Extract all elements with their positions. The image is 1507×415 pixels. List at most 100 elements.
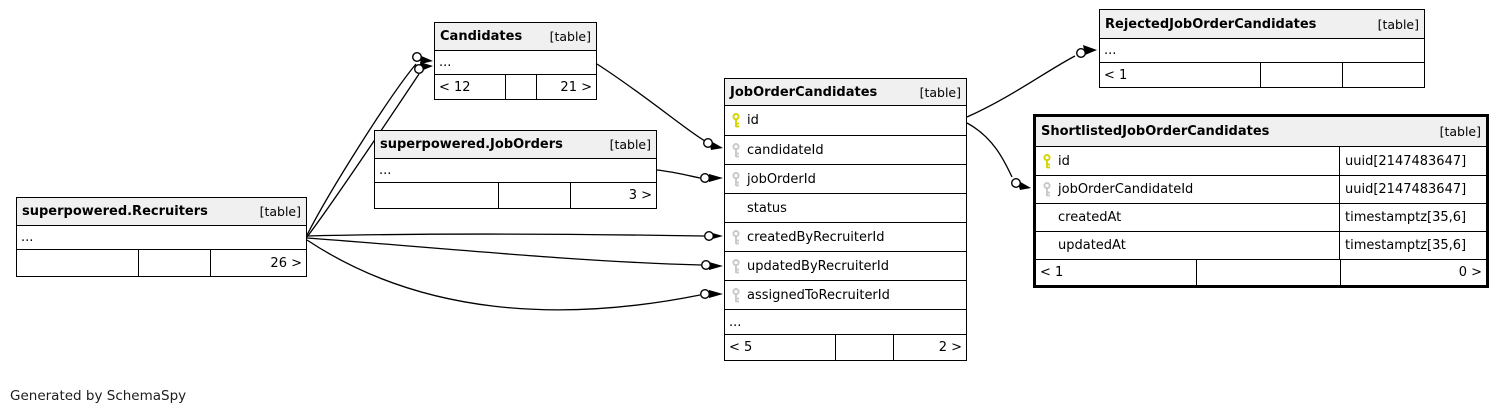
table-header: superpowered.JobOrders [table] (375, 131, 656, 159)
column-row-id[interactable]: id (725, 106, 966, 135)
column-row-updatedat[interactable]: updatedAt timestamptz[35,6] (1036, 231, 1486, 259)
table-header: RejectedJobOrderCandidates [table] (1100, 10, 1424, 39)
parents-count: 3 > (570, 183, 656, 208)
table-title: superpowered.JobOrders (380, 137, 563, 152)
children-count: < 1 (1040, 265, 1064, 280)
columns-ellipsis: ... (379, 163, 392, 178)
column-name: updatedAt (1058, 238, 1126, 253)
relationship-recruiters-candidates-1 (306, 52, 433, 236)
table-node-jobordercandidates[interactable]: JobOrderCandidates [table] id candidateI… (724, 78, 967, 361)
foreign-key-icon (1036, 182, 1058, 197)
table-node-candidates[interactable]: Candidates [table] ... < 12 21 > (434, 22, 597, 100)
columns-ellipsis: ... (725, 309, 966, 334)
column-row-status[interactable]: status (725, 193, 966, 222)
table-title: superpowered.Recruiters (22, 204, 208, 219)
column-name: candidateId (747, 142, 824, 158)
table-node-recruiters[interactable]: superpowered.Recruiters [table] ... 26 > (16, 197, 307, 277)
degree-row: < 1 (1100, 62, 1424, 87)
relationship-id-rejectedJobOrderCandidates (966, 45, 1097, 118)
column-row-updatedbyrecruiterid[interactable]: updatedByRecruiterId (725, 251, 966, 280)
column-name-cell: id (1036, 147, 1340, 175)
table-title: Candidates (440, 29, 523, 44)
table-node-joborders[interactable]: superpowered.JobOrders [table] ... 3 > (374, 130, 657, 209)
column-name-cell: updatedAt (1036, 232, 1340, 259)
column-row-id[interactable]: id uuid[2147483647] (1036, 147, 1486, 175)
table-header: superpowered.Recruiters [table] (17, 198, 306, 226)
degree-row: < 12 21 > (435, 74, 596, 99)
relationship-recruiters-updatedByRecruiterId (306, 237, 723, 271)
column-name: assignedToRecruiterId (747, 287, 890, 303)
primary-key-icon (725, 113, 747, 128)
table-node-rejectedjobordercandidates[interactable]: RejectedJobOrderCandidates [table] ... <… (1099, 9, 1425, 88)
children-count: < 1 (1104, 67, 1128, 83)
column-name: status (747, 200, 787, 216)
foreign-key-icon (725, 258, 747, 274)
column-name: createdByRecruiterId (747, 229, 885, 245)
table-title: RejectedJobOrderCandidates (1105, 16, 1317, 32)
table-type-tag: [table] (549, 29, 591, 44)
relationship-joborders-jobOrderId (656, 169, 723, 183)
column-name: updatedByRecruiterId (747, 258, 889, 274)
degree-mid-cell (505, 75, 536, 99)
column-name: jobOrderCandidateId (1058, 182, 1194, 197)
column-row-assignedtorecruiterid[interactable]: assignedToRecruiterId (725, 280, 966, 309)
table-type-tag: [table] (1439, 124, 1481, 139)
children-count: < 12 (439, 79, 471, 95)
foreign-key-icon (725, 287, 747, 303)
column-name: jobOrderId (747, 171, 816, 187)
table-type-tag: [table] (1377, 16, 1419, 32)
column-name-cell: jobOrderCandidateId (1036, 176, 1340, 203)
column-name: createdAt (1058, 210, 1122, 225)
parents-count: 26 > (210, 250, 306, 276)
table-node-shortlistedjobordercandidates[interactable]: ShortlistedJobOrderCandidates [table] id… (1033, 114, 1489, 288)
column-row-createdat[interactable]: createdAt timestamptz[35,6] (1036, 203, 1486, 231)
parents-count (1342, 63, 1424, 87)
relationship-candidates-candidateId (596, 63, 723, 150)
column-row-joborderid[interactable]: jobOrderId (725, 164, 966, 193)
column-type: uuid[2147483647] (1345, 153, 1467, 169)
column-name: id (1058, 153, 1070, 169)
foreign-key-icon (725, 171, 747, 187)
foreign-key-icon (725, 229, 747, 245)
table-type-tag: [table] (919, 84, 961, 100)
table-type-tag: [table] (609, 137, 651, 152)
columns-ellipsis: ... (439, 55, 452, 70)
table-type-tag: [table] (259, 204, 301, 219)
table-header: JobOrderCandidates [table] (725, 79, 966, 106)
relationship-recruiters-createdByRecruiterId (306, 230, 723, 241)
columns-ellipsis: ... (21, 230, 34, 245)
degree-mid-cell (498, 183, 570, 208)
relationship-recruiters-assignedToRecruiterId (306, 239, 723, 311)
degree-mid-cell (1196, 260, 1340, 285)
relationship-recruiters-candidates-2 (306, 62, 433, 238)
children-count: < 5 (729, 340, 753, 355)
degree-row: 26 > (17, 249, 306, 276)
table-header: Candidates [table] (435, 23, 596, 51)
column-name-cell: createdAt (1036, 204, 1340, 231)
parents-count: 21 > (536, 75, 596, 99)
column-row-createdbyrecruiterid[interactable]: createdByRecruiterId (725, 222, 966, 251)
foreign-key-icon (725, 142, 747, 158)
column-type: timestamptz[35,6] (1345, 210, 1467, 225)
table-title: ShortlistedJobOrderCandidates (1041, 124, 1270, 139)
degree-row: < 1 0 > (1036, 259, 1486, 285)
degree-mid-cell (1260, 63, 1342, 87)
parents-count: 2 > (893, 335, 966, 360)
table-header: ShortlistedJobOrderCandidates [table] (1036, 117, 1486, 147)
degree-row: < 5 2 > (725, 334, 966, 360)
primary-key-icon (1036, 153, 1058, 169)
children-count (375, 183, 498, 208)
column-name: id (747, 113, 759, 128)
table-title: JobOrderCandidates (730, 84, 878, 100)
column-type: timestamptz[35,6] (1345, 238, 1467, 253)
relationship-id-shortlistedJobOrderCandidates (966, 122, 1031, 190)
column-row-jobordercandidateid[interactable]: jobOrderCandidateId uuid[2147483647] (1036, 175, 1486, 203)
parents-count: 0 > (1340, 260, 1486, 285)
columns-ellipsis: ... (1104, 43, 1117, 58)
column-type: uuid[2147483647] (1345, 182, 1467, 197)
degree-mid-cell (835, 335, 893, 360)
column-row-candidateid[interactable]: candidateId (725, 135, 966, 164)
generated-by-note: Generated by SchemaSpy (10, 388, 187, 404)
children-count (17, 250, 138, 276)
